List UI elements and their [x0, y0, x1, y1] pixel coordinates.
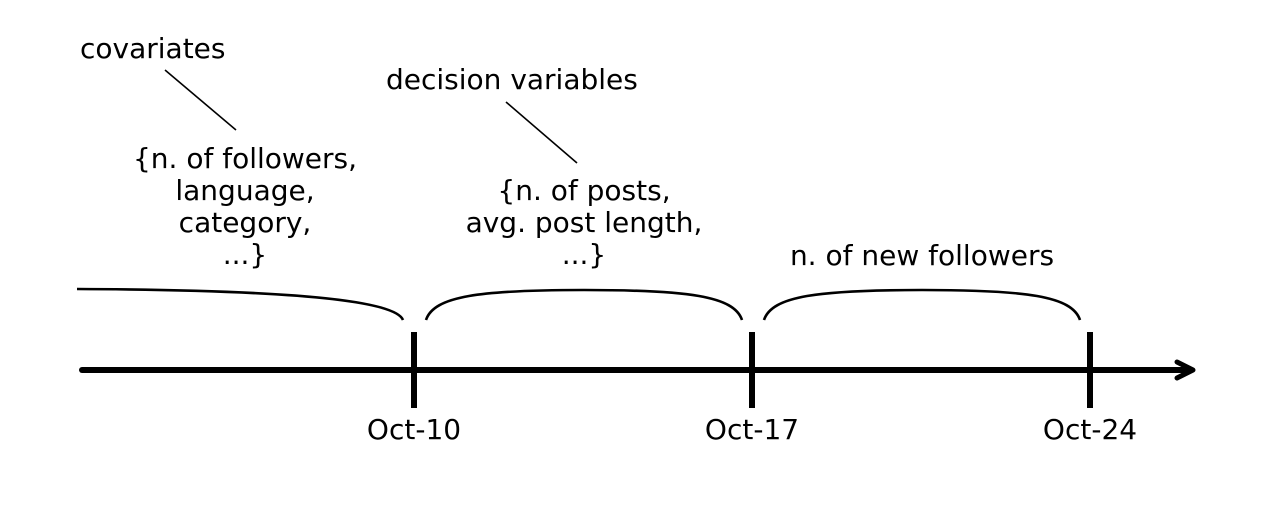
covariate-list: {n. of followers, language, category, ..… [133, 142, 357, 271]
covariates-pointer [164, 69, 237, 131]
covariate-item: ...} [223, 238, 268, 271]
covariate-item: {n. of followers, [133, 142, 357, 175]
covariate-item: category, [179, 206, 312, 239]
outcome-label: n. of new followers [790, 239, 1054, 272]
outcome-bracket [762, 288, 1082, 321]
decision-bracket [424, 288, 744, 321]
timeline-arrowhead [1174, 359, 1196, 381]
tick-label-oct-24: Oct-24 [1043, 413, 1137, 446]
decision-variables-pointer [505, 101, 578, 164]
covariates-label: covariates [80, 32, 226, 65]
decision-list: {n. of posts, avg. post length, ...} [466, 174, 703, 271]
tick-label-oct-10: Oct-10 [367, 413, 461, 446]
covariates-bracket [76, 287, 405, 321]
decision-item: ...} [562, 238, 607, 271]
covariate-item: language, [175, 174, 314, 207]
tick-labels: Oct-10 Oct-17 Oct-24 [367, 413, 1137, 446]
decision-item: {n. of posts, [497, 174, 670, 207]
decision-variables-label: decision variables [386, 63, 638, 96]
tick-label-oct-17: Oct-17 [705, 413, 799, 446]
decision-item: avg. post length, [466, 206, 703, 239]
